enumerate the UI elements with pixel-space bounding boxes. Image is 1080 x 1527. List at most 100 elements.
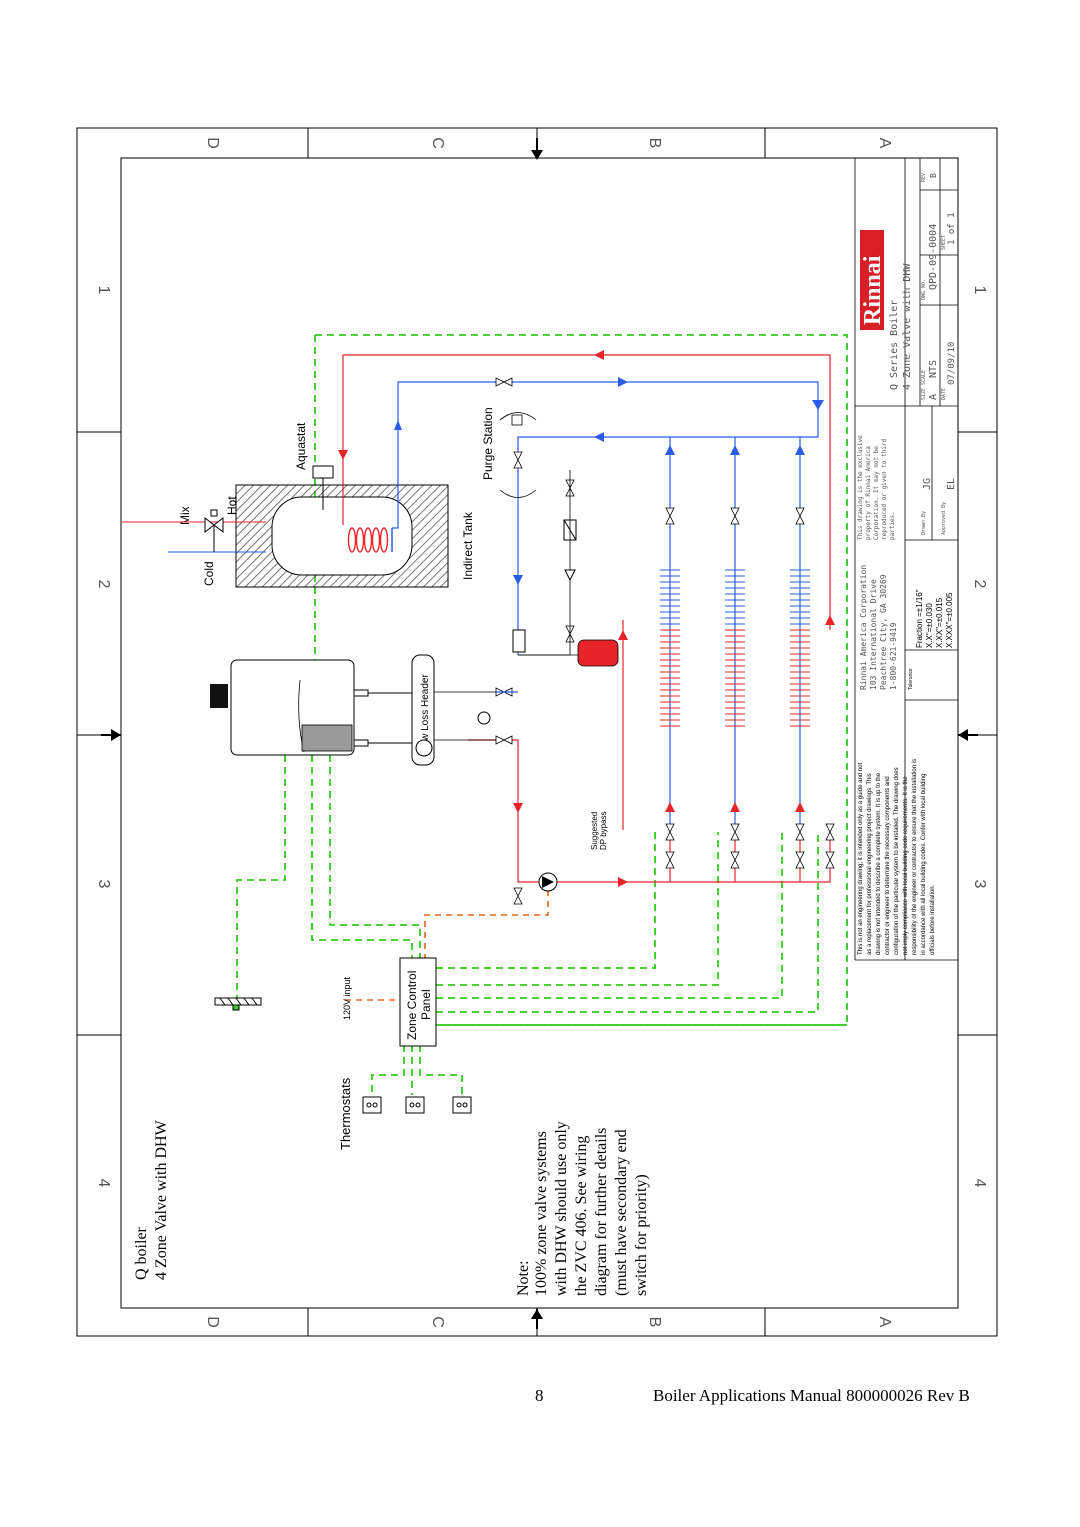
- disclaimer-line-5: configuration of the particular system t…: [894, 767, 900, 955]
- tolerance-fraction: Fraction =±1/16": [915, 589, 924, 648]
- mixing-valve-icon: [204, 509, 224, 552]
- valves: [495, 377, 835, 905]
- hot-label: Hot: [225, 496, 239, 515]
- note-line-6: switch for priority): [633, 1174, 650, 1296]
- supply-piping: [468, 620, 831, 883]
- sheet-value: 1 of 1: [947, 212, 957, 245]
- mix-label: Mix: [178, 506, 192, 525]
- company-address: Rinnai America Corporation 103 Internati…: [859, 565, 898, 690]
- grid-row-right-2: 2: [971, 580, 988, 589]
- grid-labels: D C B A D C B A 1 2 3 4 1 2 3 4: [95, 137, 988, 1328]
- grid-row-right-3: 3: [971, 880, 988, 889]
- property-line-5: parties.: [889, 511, 896, 540]
- dhw-piping: [342, 354, 831, 655]
- cold-label: Cold: [202, 561, 216, 586]
- size-value: A: [928, 394, 939, 400]
- radiator-zone-2: [725, 569, 745, 625]
- zone-control-panel: Zone Control Panel: [399, 957, 437, 1047]
- 120v-input-label: 120V input: [342, 976, 352, 1020]
- drawn-by-label: Drawn By: [921, 511, 927, 535]
- property-line-2: property of Rinnai America: [865, 446, 872, 540]
- ground-symbol: [214, 997, 262, 1011]
- grid-col-top-b: B: [646, 138, 663, 149]
- radiator-zone-3: [790, 569, 810, 625]
- tolerance-label: Tolerance: [908, 668, 914, 690]
- approved-by-value: EL: [946, 478, 957, 490]
- note-line-3: the ZVC 406. See wiring: [573, 1136, 590, 1296]
- rev-label: REV: [921, 173, 927, 182]
- disclaimer-line-6: not imply compliance with local building…: [903, 776, 909, 955]
- date-value: 07/09/10: [947, 342, 957, 385]
- dwg-number: QPD-09-0004: [928, 224, 939, 290]
- grid-col-top-d: D: [204, 137, 221, 149]
- description-1: Q Series Boiler: [889, 300, 900, 390]
- description-2: 4 Zone Valve with DHW: [902, 263, 913, 390]
- grid-col-bot-c: C: [429, 1316, 446, 1328]
- company-line-2: 103 International Drive: [869, 579, 878, 690]
- date-label: DATE: [941, 388, 947, 400]
- grid-col-top-c: C: [429, 137, 446, 149]
- sheet-label: SHEET: [941, 235, 947, 250]
- note-line-2: with DHW should use only: [553, 1121, 570, 1296]
- grid-row-right-4: 4: [971, 1179, 988, 1188]
- size-label: SIZE: [921, 388, 927, 400]
- disclaimer-line-1: This is not an engineering drawing; it i…: [858, 763, 864, 955]
- low-loss-header: Low Loss Header: [411, 654, 518, 766]
- grid-col-bot-b: B: [646, 1317, 663, 1328]
- company-line-3: Peachtree City, GA 30269: [879, 574, 888, 690]
- thermostat-2-icon: [405, 1096, 425, 1114]
- grid-row-left-1: 1: [95, 286, 112, 295]
- title-block-text: Q Series Boiler 4 Zone Valve with DHW SI…: [889, 173, 957, 535]
- dwg-label: DWG NO.: [921, 279, 927, 300]
- center-marks: [101, 138, 978, 1329]
- radiator-zone-1: [660, 569, 680, 625]
- tolerance-x2: X.XX"=±0.015: [935, 597, 944, 648]
- diagram-title: Q boiler 4 Zone Valve with DHW: [133, 1119, 170, 1280]
- title-block: [854, 158, 958, 961]
- note-block: Note: 100% zone valve systems with DHW s…: [515, 1121, 650, 1296]
- indirect-tank-label: Indirect Tank: [461, 511, 475, 580]
- expansion-tank: [518, 639, 619, 667]
- dp-bypass-label-1: Suggested: [590, 812, 599, 850]
- disclaimer-line-3: drawing is not intended to describe a co…: [876, 772, 882, 955]
- diagram-title-line2: 4 Zone Valve with DHW: [153, 1119, 170, 1280]
- drawn-by-value: JG: [922, 478, 933, 490]
- grid-row-left-4: 4: [95, 1179, 112, 1188]
- purge-station-label: Purge Station: [481, 407, 495, 480]
- low-loss-header-label: Low Loss Header: [420, 674, 431, 752]
- grid-col-bot-d: D: [204, 1316, 221, 1328]
- dp-bypass-label-2: DP bypass: [599, 811, 608, 850]
- purge-station: [499, 412, 537, 498]
- property-line-4: reproduced or given to third: [881, 438, 888, 540]
- tolerance-block: Tolerance Fraction =±1/16" X.X"=±0.030 X…: [908, 589, 954, 690]
- circulator-pump: [538, 872, 558, 892]
- air-separator-icon: [564, 569, 576, 582]
- drawing-border: [120, 157, 959, 1309]
- tolerance-x1: X.X"=±0.030: [925, 603, 934, 648]
- zone-return-piping: [669, 437, 801, 830]
- air-vent-icon: [512, 629, 526, 653]
- manual-title: Boiler Applications Manual 800000026 Rev…: [653, 1386, 970, 1405]
- rinnai-logo: Rinnai: [860, 230, 886, 330]
- rev-value: B: [929, 173, 938, 178]
- property-notice: This drawing is the exclusive property o…: [857, 435, 896, 540]
- note-line-5: (must have secondary end: [613, 1129, 630, 1296]
- grid-row-right-1: 1: [971, 286, 988, 295]
- page-number: 8: [535, 1386, 544, 1405]
- zone-control-label: Zone Control: [405, 971, 419, 1040]
- disclaimer-block: This is not an engineering drawing; it i…: [858, 759, 936, 955]
- company-line-4: 1-800-621-9419: [889, 622, 898, 690]
- disclaimer-line-4: contractor or engineer to determine the …: [885, 776, 891, 955]
- company-line-1: Rinnai America Corporation: [859, 565, 868, 690]
- tolerance-x3: X.XXX"=±0.005: [945, 592, 954, 648]
- boiler-unit: [210, 659, 412, 756]
- disclaimer-line-8: in accordance with all local building co…: [921, 774, 927, 955]
- boiler-vent-icon: [210, 684, 228, 708]
- note-heading: Note:: [515, 1260, 532, 1296]
- aquastat-label: Aquastat: [294, 422, 308, 470]
- note-line-1: 100% zone valve systems: [533, 1131, 550, 1296]
- disclaimer-line-2: as a replacement for professional engine…: [867, 773, 873, 955]
- property-line-1: This drawing is the exclusive: [857, 435, 864, 540]
- rinnai-logo-text: Rinnai: [860, 255, 886, 325]
- indirect-tank: [235, 465, 449, 588]
